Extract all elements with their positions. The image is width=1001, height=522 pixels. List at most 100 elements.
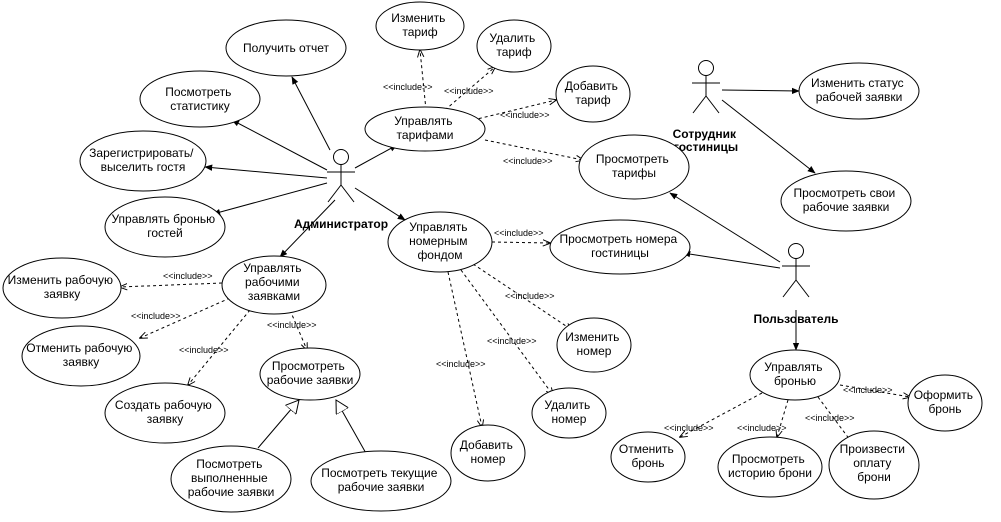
assoc-admin-get-report: [291, 76, 331, 151]
actor-staff: Сотрудник гостиницы: [673, 60, 740, 154]
include-label: <<include>>: [383, 82, 433, 92]
svg-text:Изменить рабочую заявку: Изменить рабочую заявку: [8, 273, 117, 301]
assoc-admin-view-stats: [231, 119, 328, 171]
include-view-rooms: [491, 242, 550, 243]
svg-text:Создать рабочую заявку: Создать рабочую заявку: [115, 398, 215, 426]
svg-text:Посмотреть текущие рабоч: Посмотреть текущие рабочие заявки: [321, 466, 441, 494]
include-pay-booking: [817, 396, 853, 444]
use-case-make-booking: Оформить бронь: [907, 374, 983, 432]
use-case-manage-booking: Управлять бронью: [749, 349, 841, 401]
gen-current-requests: [336, 400, 368, 456]
svg-text:Произвести оплату: Произвести оплату брони: [840, 442, 909, 484]
use-case-create-request: Создать рабочую заявку: [104, 382, 226, 444]
use-case-checkin: Зарегистрировать/ выселить гостя: [79, 130, 207, 192]
include-label: <<include>>: [131, 311, 181, 321]
include-view-requests: [289, 309, 307, 350]
assoc-admin-manage-rooms: [354, 187, 406, 221]
svg-text:Отменить рабочую заявку: Отменить рабочую заявку: [26, 341, 135, 369]
include-label: <<include>>: [500, 110, 550, 120]
svg-text:Управлять номерным: Управлять номерным фондом: [409, 220, 471, 262]
svg-text:Управлять тарифами: Управлять тарифами: [394, 114, 456, 142]
include-label: <<include>>: [664, 423, 714, 433]
actor-admin-label: Администратор: [294, 217, 388, 231]
use-case-change-request-status: Изменить статус рабочей заявки: [798, 62, 920, 120]
include-create-request: [188, 309, 251, 385]
svg-text:Просмотреть историю брон: Просмотреть историю брони: [728, 452, 812, 480]
svg-text:Управлять бронью: Управлять бронью: [764, 360, 826, 388]
actor-user: Пользователь: [753, 243, 839, 326]
svg-text:Изменить номер: Изменить номер: [565, 330, 622, 358]
include-label: <<include>>: [843, 385, 893, 395]
use-case-cancel-booking: Отменить бронь: [610, 431, 686, 483]
include-label: <<include>>: [163, 271, 213, 281]
use-case-add-tariff: Добавить тариф: [555, 65, 631, 123]
svg-text:Просмотреть свои рабочие: Просмотреть свои рабочие заявки: [793, 186, 898, 214]
use-case-add-room: Добавить номер: [450, 424, 526, 482]
svg-text:Удалить тариф: Удалить тариф: [489, 31, 538, 59]
actor-staff-label: Сотрудник гостиницы: [673, 127, 740, 154]
assoc-admin-checkin: [204, 164, 328, 179]
use-case-cancel-request: Отменить рабочую заявку: [21, 325, 141, 387]
assoc-user-view-tariffs: [669, 192, 781, 263]
include-label: <<include>>: [505, 291, 555, 301]
include-view-tariffs: [484, 139, 583, 160]
include-delete-room: [460, 269, 553, 395]
use-case-manage-tariffs: Управлять тарифами: [364, 106, 486, 152]
use-case-view-stats: Посмотреть статистику: [139, 70, 261, 128]
svg-text:Посмотреть статистику: Посмотреть статистику: [165, 85, 235, 113]
actor-user-label: Пользователь: [753, 312, 838, 326]
association-lines: [204, 76, 816, 351]
use-case-manage-requests: Управлять рабочими заявками: [221, 255, 327, 315]
svg-text:Отменить бронь: Отменить бронь: [619, 442, 677, 470]
assoc-user-view-rooms: [682, 250, 781, 269]
use-case-change-room: Изменить номер: [556, 317, 632, 373]
include-add-tariff: [472, 100, 556, 121]
svg-text:Оформить бронь: Оформить бронь: [914, 388, 977, 416]
assoc-admin-manage-guest-booking: [212, 182, 328, 216]
use-case-view-tariffs: Просмотреть тарифы: [578, 134, 690, 200]
use-case-delete-room: Удалить номер: [531, 387, 607, 439]
include-cancel-request: [140, 297, 231, 338]
svg-text:Добавить номер: Добавить номер: [460, 438, 516, 466]
svg-text:Управлять рабочими: Управлять рабочими заявками: [243, 261, 305, 303]
svg-text:Добавить тариф: Добавить тариф: [565, 79, 621, 107]
use-case-view-my-requests: Просмотреть свои рабочие заявки: [780, 170, 912, 232]
include-change-room: [472, 263, 572, 330]
include-label: <<include>>: [179, 345, 229, 355]
svg-text:Зарегистрировать/ высели: Зарегистрировать/ выселить гостя: [89, 146, 197, 174]
svg-text:Посмотреть выполненные: Посмотреть выполненные рабочие заявки: [188, 457, 275, 499]
use-case-get-report: Получить отчет: [225, 19, 347, 77]
use-case-booking-history: Просмотреть историю брони: [717, 436, 823, 498]
svg-text:Изменить статус рабочей: Изменить статус рабочей заявки: [811, 76, 907, 104]
include-label: <<include>>: [805, 413, 855, 423]
assoc-staff-change-status: [721, 87, 800, 95]
svg-text:Удалить номер: Удалить номер: [544, 398, 593, 426]
use-case-view-requests: Просмотреть рабочие заявки: [259, 347, 361, 401]
include-change-tariff: [420, 50, 427, 111]
include-delete-tariff: [444, 67, 495, 111]
use-case-view-current-requests: Посмотреть текущие рабочие заявки: [310, 450, 452, 512]
svg-text:Получить отчет: Получить отчет: [243, 41, 330, 55]
svg-text:Изменить тариф: Изменить тариф: [391, 11, 448, 39]
generalization-lines: [257, 400, 368, 456]
include-add-room: [447, 271, 482, 427]
svg-text:Управлять бронью гостей: Управлять бронью гостей: [111, 212, 218, 240]
use-case-view-done-requests: Посмотреть выполненные рабочие заявки: [170, 445, 292, 513]
include-label: <<include>>: [487, 336, 537, 346]
actor-admin: Администратор: [294, 149, 388, 231]
use-case-manage-rooms: Управлять номерным фондом: [387, 211, 493, 273]
gen-done-requests: [257, 400, 299, 449]
include-labels: <<include>> <<include>> <<include>> <<in…: [131, 82, 893, 433]
include-edit-request: [120, 282, 223, 287]
assoc-admin-manage-requests: [279, 199, 336, 258]
include-label: <<include>>: [737, 423, 787, 433]
use-case-manage-guest-booking: Управлять бронью гостей: [104, 196, 226, 258]
include-booking-history: [777, 399, 789, 437]
svg-text:Просмотреть рабочие заяв: Просмотреть рабочие заявки: [267, 359, 354, 387]
include-label: <<include>>: [494, 228, 544, 238]
include-label: <<include>>: [503, 156, 553, 166]
assoc-staff-view-my-requests: [721, 99, 816, 174]
include-lines: [120, 50, 910, 444]
use-case-view-rooms: Просмотреть номера гостиницы: [549, 219, 691, 275]
